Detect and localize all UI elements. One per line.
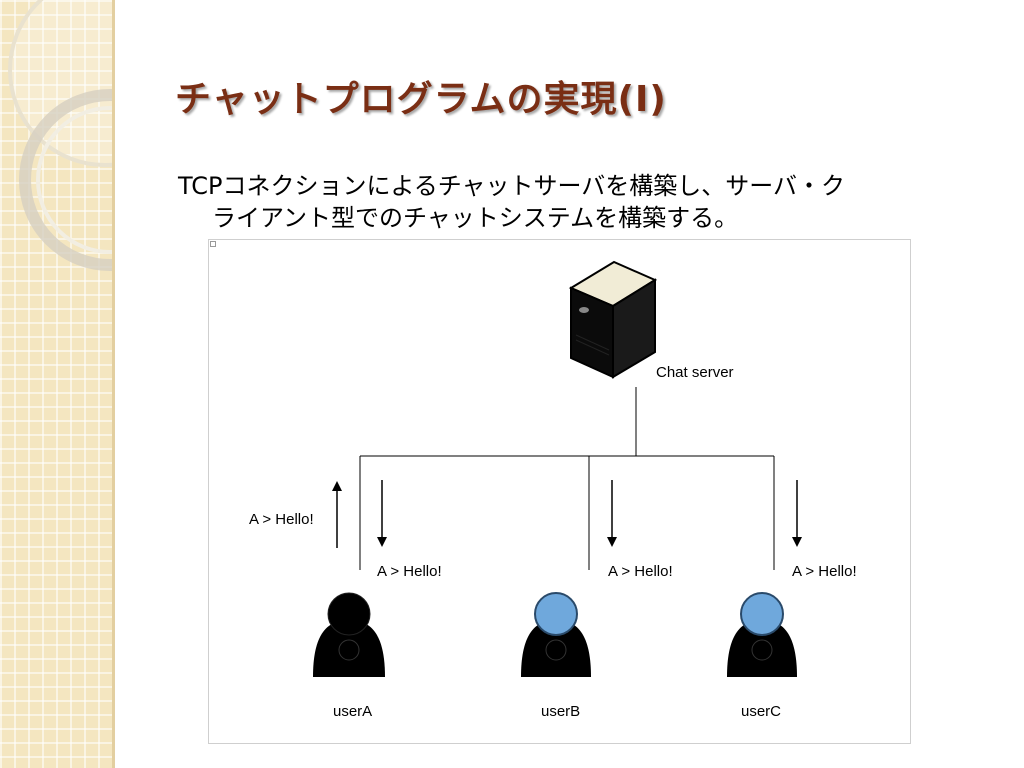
user-c-icon [727, 592, 797, 677]
user-a-label: userA [333, 703, 372, 720]
slide-title: チャットプログラムの実現(I) [175, 79, 667, 120]
server-icon [568, 260, 658, 379]
bullet-line-1: TCPコネクションによるチャットサーバを構築し、サーバ・ク [178, 172, 846, 200]
sidebar-circles-decoration [8, 0, 115, 271]
network-lines [359, 387, 775, 570]
bullet-line-2: ライアント型でのチャットシステムを構築する。 [212, 204, 739, 232]
decorative-sidebar [0, 0, 115, 768]
server-label: Chat server [656, 364, 734, 381]
user-b-label: userB [541, 703, 580, 720]
user-c-label: userC [741, 703, 781, 720]
sidebar-border [112, 0, 115, 768]
architecture-diagram: Chat server A > Hello! A > Hello! A > He… [208, 239, 911, 744]
bullet-text: TCPコネクションによるチャットサーバを構築し、サーバ・ク ライアント型でのチャ… [178, 170, 978, 234]
send-message-label: A > Hello! [249, 511, 314, 528]
diagram-canvas: Chat server A > Hello! A > Hello! A > He… [249, 260, 857, 720]
user-a-icon [313, 592, 385, 677]
received-message-a: A > Hello! [377, 563, 442, 580]
received-message-b: A > Hello! [608, 563, 673, 580]
received-message-c: A > Hello! [792, 563, 857, 580]
user-b-icon [521, 592, 591, 677]
image-placeholder-icon [210, 241, 216, 247]
